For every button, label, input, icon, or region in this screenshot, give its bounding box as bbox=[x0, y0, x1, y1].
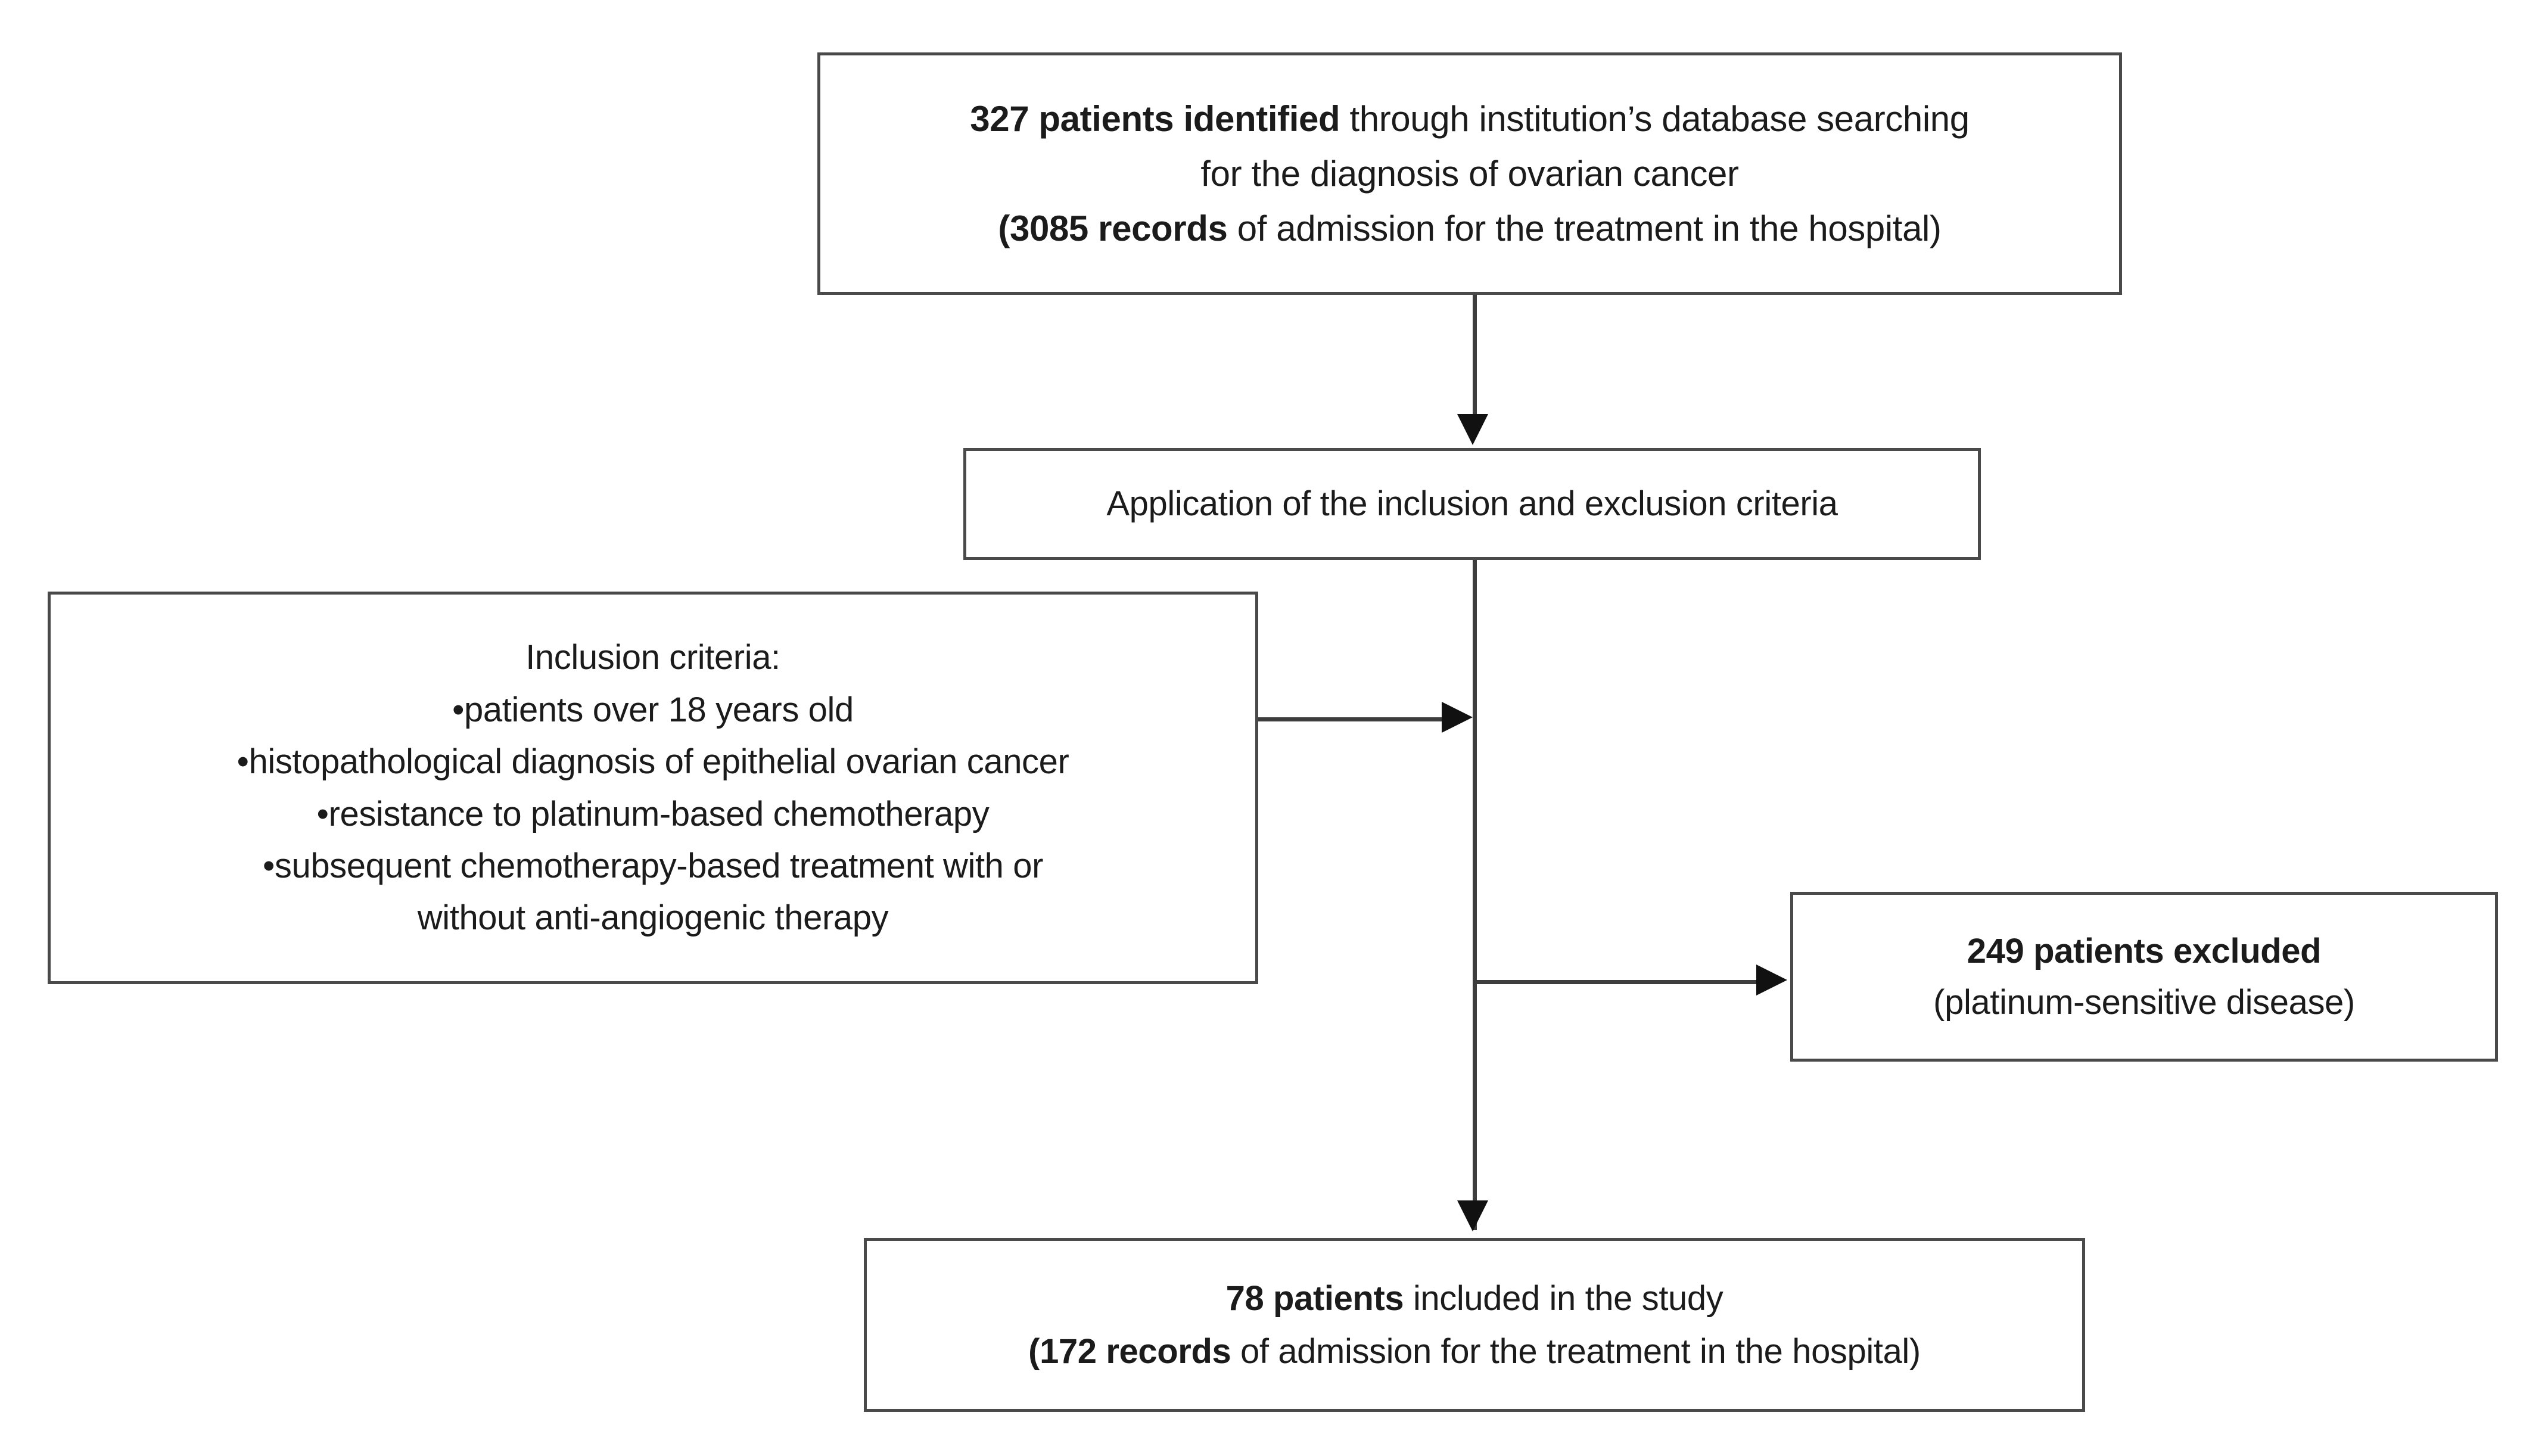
connector-criteria-to-included-line bbox=[1473, 560, 1477, 1230]
connector-identified-to-criteria-line bbox=[1473, 295, 1477, 417]
node-application-of-criteria: Application of the inclusion and exclusi… bbox=[963, 448, 1981, 560]
criteria-text: Application of the inclusion and exclusi… bbox=[1106, 484, 1838, 524]
identified-line-3-rest: of admission for the treatment in the ho… bbox=[1227, 208, 1942, 248]
included-records-bold: (172 records bbox=[1028, 1332, 1231, 1371]
inclusion-heading: Inclusion criteria: bbox=[525, 638, 780, 677]
inclusion-item-3: •resistance to platinum-based chemothera… bbox=[316, 794, 990, 833]
included-line-1-rest: included in the study bbox=[1404, 1278, 1723, 1318]
included-count-bold: 78 patients bbox=[1225, 1278, 1404, 1318]
excluded-line-2: (platinum-sensitive disease) bbox=[1933, 982, 2355, 1022]
identified-records-bold: (3085 records bbox=[998, 208, 1228, 248]
identified-line-3: (3085 records of admission for the treat… bbox=[998, 206, 1942, 252]
included-line-2: (172 records of admission for the treatm… bbox=[1028, 1329, 1921, 1374]
included-line-1: 78 patients included in the study bbox=[1226, 1276, 1723, 1321]
inclusion-item-1: •patients over 18 years old bbox=[452, 690, 854, 729]
arrow-right-icon-inclusion-to-trunk bbox=[1442, 702, 1473, 733]
arrow-right-icon-trunk-to-excluded bbox=[1756, 965, 1787, 995]
inclusion-item-4: •subsequent chemotherapy-based treatment… bbox=[262, 846, 1044, 885]
identified-line-1-rest: through institution’s database searching bbox=[1340, 98, 1970, 139]
arrow-down-icon-identified-to-criteria bbox=[1457, 414, 1488, 445]
node-patients-included: 78 patients included in the study (172 r… bbox=[864, 1238, 2085, 1412]
arrow-down-icon-criteria-to-included bbox=[1457, 1200, 1488, 1231]
identified-count-bold: 327 patients identified bbox=[970, 98, 1340, 139]
node-patients-identified: 327 patients identified through institut… bbox=[817, 52, 2122, 295]
node-inclusion-criteria: Inclusion criteria: •patients over 18 ye… bbox=[48, 592, 1258, 984]
inclusion-item-2: •histopathological diagnosis of epitheli… bbox=[237, 742, 1069, 782]
connector-inclusion-to-trunk-line bbox=[1258, 717, 1443, 721]
connector-trunk-to-excluded-line bbox=[1476, 980, 1756, 984]
inclusion-item-5: without anti-angiogenic therapy bbox=[417, 898, 889, 938]
included-line-2-rest: of admission for the treatment in the ho… bbox=[1231, 1332, 1921, 1371]
identified-line-1: 327 patients identified through institut… bbox=[970, 96, 1970, 142]
excluded-line-1: 249 patients excluded bbox=[1967, 932, 2322, 971]
identified-line-2: for the diagnosis of ovarian cancer bbox=[1200, 153, 1739, 194]
node-patients-excluded: 249 patients excluded (platinum-sensitiv… bbox=[1790, 892, 2498, 1062]
